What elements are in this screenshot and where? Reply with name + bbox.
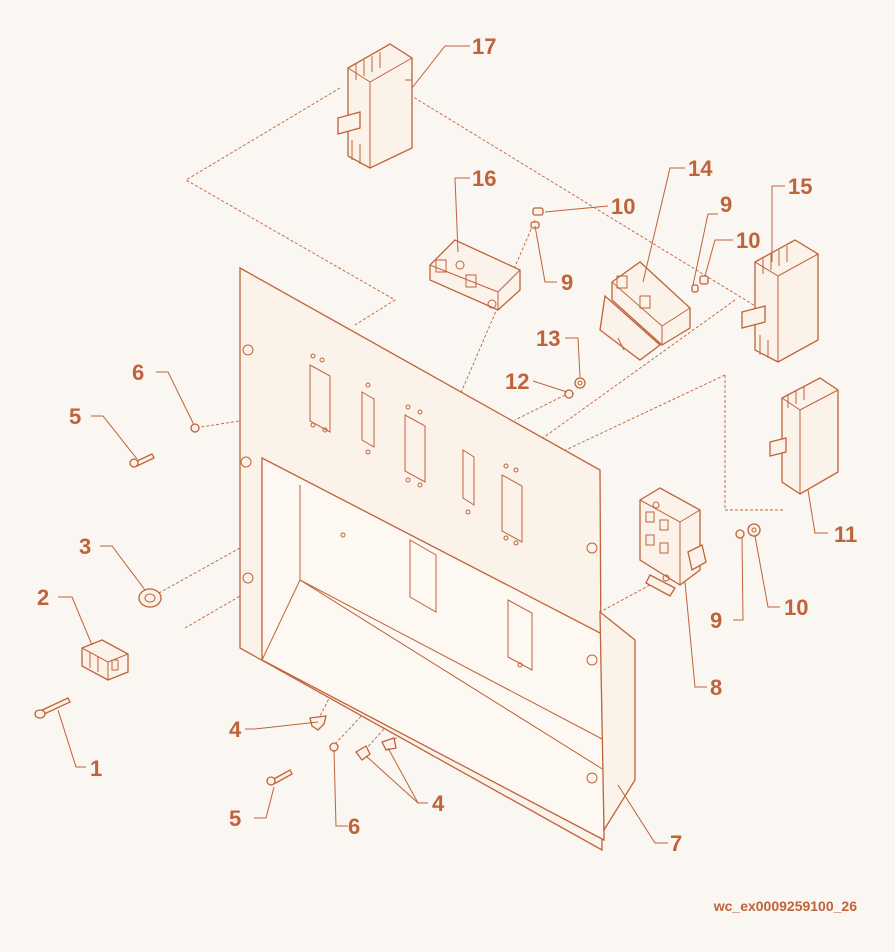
- nut-part-10-right: [747, 523, 761, 537]
- callout-16: 16: [472, 166, 496, 191]
- front-panel-part-7: [239, 266, 636, 852]
- callout-10: 10: [611, 194, 635, 219]
- screw-part-5-upper: [129, 453, 155, 468]
- drawing-id-label: wc_ex0009259100_26: [713, 898, 857, 914]
- receptacle-part-16: [429, 239, 521, 311]
- leader-lines: [57, 45, 828, 844]
- callout-8: 8: [710, 675, 722, 700]
- callout-10: 10: [736, 228, 760, 253]
- callout-labels: 17 16 14 15 10 9 9 10 13 12 6 5 3 2 1 11…: [37, 34, 857, 856]
- callout-7: 7: [670, 831, 682, 856]
- callout-12: 12: [505, 369, 529, 394]
- circuit-breaker-part-17: [337, 43, 413, 169]
- callout-9: 9: [561, 270, 573, 295]
- callout-6: 6: [348, 814, 360, 839]
- callout-5: 5: [229, 806, 241, 831]
- screw-part-4-b: [355, 737, 397, 761]
- callout-4: 4: [229, 717, 242, 742]
- callout-1: 1: [90, 756, 102, 781]
- screw-part-5-lower: [266, 769, 293, 786]
- callout-13: 13: [536, 326, 560, 351]
- callout-4: 4: [432, 791, 445, 816]
- callout-5: 5: [69, 404, 81, 429]
- callout-3: 3: [79, 534, 91, 559]
- callout-9: 9: [720, 192, 732, 217]
- callout-9: 9: [710, 608, 722, 633]
- terminal-block-part-2: [81, 639, 129, 681]
- washer-part-12: [564, 389, 574, 399]
- screw-part-4-a: [309, 715, 327, 731]
- receptacle-part-14: [599, 261, 691, 361]
- grommet-part-3: [138, 588, 162, 608]
- washer-part-6-upper: [190, 423, 200, 433]
- washer-part-6-lower: [329, 742, 339, 752]
- washer-part-9-right: [735, 529, 745, 539]
- callout-14: 14: [688, 156, 713, 181]
- nut-part-13: [574, 377, 586, 389]
- nut-part-10-mid: [699, 275, 709, 285]
- callout-10: 10: [784, 595, 808, 620]
- screw-part-1: [34, 697, 71, 719]
- gfci-receptacle-part-8: [639, 487, 707, 597]
- circuit-breaker-part-15: [741, 239, 819, 363]
- callout-2: 2: [37, 585, 49, 610]
- callout-17: 17: [472, 34, 496, 59]
- nut-part-10-top: [532, 207, 544, 216]
- callout-15: 15: [788, 174, 812, 199]
- callout-6: 6: [132, 360, 144, 385]
- callout-11: 11: [834, 522, 857, 547]
- washer-part-9-mid: [691, 284, 699, 293]
- circuit-breaker-part-11: [769, 377, 839, 495]
